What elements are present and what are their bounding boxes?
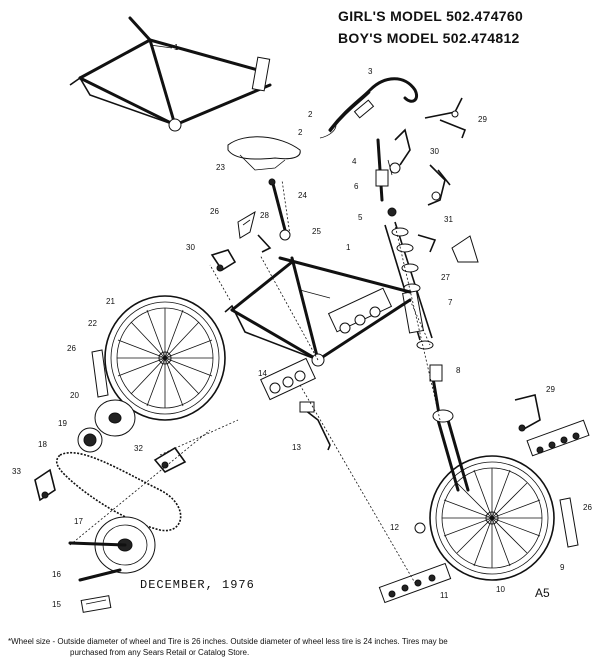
callout-label: 27 — [441, 273, 450, 282]
headset-stack — [384, 221, 434, 350]
callout-label: 6 — [354, 182, 359, 191]
rear-wheel — [104, 295, 226, 421]
callout-label: 10 — [496, 585, 505, 594]
footnote-line-2: purchased from any Sears Retail or Catal… — [70, 648, 250, 657]
seat-clamp — [257, 229, 291, 253]
crank-bearings — [327, 287, 393, 334]
washer — [414, 522, 426, 534]
rear-brake-pad — [91, 349, 109, 398]
callout-labels: 1 1 2 2 3 4 5 6 7 8 9 10 11 12 13 14 15 … — [12, 43, 592, 609]
rear-brake — [210, 249, 237, 272]
date-stamp: DECEMBER, 1976 — [140, 578, 255, 592]
callout-label: 13 — [292, 443, 301, 452]
front-brake-pad — [559, 497, 579, 548]
bottom-bracket — [260, 357, 316, 401]
callout-label: 32 — [134, 444, 143, 453]
freewheel — [77, 399, 136, 453]
hub-strip — [526, 419, 590, 457]
crank-arm — [68, 541, 127, 582]
callout-label: 3 — [368, 67, 373, 76]
brake-lever-top — [424, 97, 467, 139]
callout-label: 5 — [358, 213, 363, 222]
callout-label: 31 — [444, 215, 453, 224]
callout-label: 33 — [12, 467, 21, 476]
reflector-seat — [237, 210, 256, 239]
callout-label: 7 — [448, 298, 453, 307]
footnote: *Wheel size - Outside diameter of wheel … — [8, 636, 602, 658]
callout-label: 25 — [312, 227, 321, 236]
front-fork — [429, 364, 470, 492]
callout-label: 1 — [346, 243, 351, 252]
callout-label: 12 — [390, 523, 399, 532]
callout-label: 11 — [440, 591, 449, 600]
callout-label: 2 — [298, 128, 303, 137]
callout-label: 29 — [478, 115, 487, 124]
callout-label: 26 — [67, 344, 76, 353]
callout-label: 26 — [210, 207, 219, 216]
callout-label: 15 — [52, 600, 61, 609]
callout-label: 24 — [298, 191, 307, 200]
front-brake — [514, 394, 541, 432]
callout-label: 22 — [88, 319, 97, 328]
callout-label: 20 — [70, 391, 79, 400]
callout-label: 21 — [106, 297, 115, 306]
callout-label: 30 — [186, 243, 195, 252]
pedal — [80, 595, 112, 613]
boys-model-title: BOY'S MODEL 502.474812 — [338, 30, 520, 46]
seat-post — [268, 178, 287, 232]
callout-label: 16 — [52, 570, 61, 579]
page-code: A5 — [535, 586, 550, 600]
kickstand — [299, 401, 331, 451]
stem — [375, 138, 397, 217]
reflector-front — [417, 234, 479, 263]
callout-label: 8 — [456, 366, 461, 375]
callout-label: 23 — [216, 163, 225, 172]
frame-small-view — [69, 16, 272, 132]
callout-label: 1 — [174, 43, 179, 52]
footnote-line-1: *Wheel size - Outside diameter of wheel … — [8, 637, 448, 646]
derailleur-lever — [427, 164, 451, 206]
callout-label: 14 — [258, 369, 267, 378]
rear-derailleur — [153, 446, 187, 473]
handlebar — [319, 77, 419, 139]
callout-label: 18 — [38, 440, 47, 449]
callout-label: 29 — [546, 385, 555, 394]
callout-label: 19 — [58, 419, 67, 428]
callout-label: 9 — [560, 563, 565, 572]
callout-label: 26 — [583, 503, 592, 512]
leader-lines — [69, 179, 441, 584]
callout-label: 2 — [308, 110, 313, 119]
callout-label: 17 — [74, 517, 83, 526]
callout-label: 30 — [430, 147, 439, 156]
saddle — [227, 136, 301, 171]
callout-label: 4 — [352, 157, 357, 166]
shift-lever-right — [387, 128, 411, 176]
callout-label: 28 — [260, 211, 269, 220]
girls-model-title: GIRL'S MODEL 502.474760 — [338, 8, 524, 24]
front-wheel — [429, 455, 555, 581]
front-derailleur — [34, 468, 56, 502]
chain — [55, 451, 182, 532]
frame-main — [224, 256, 412, 367]
